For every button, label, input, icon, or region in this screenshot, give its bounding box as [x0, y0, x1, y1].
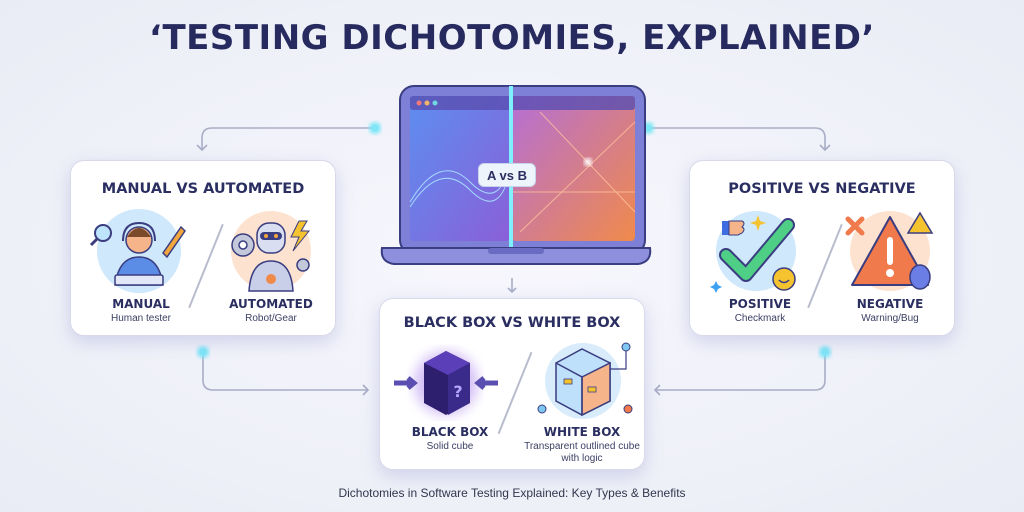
caption: Dichotomies in Software Testing Explaine… [338, 486, 686, 500]
robot-gear-icon [231, 211, 311, 292]
card-title: POSITIVE VS NEGATIVE [728, 181, 916, 197]
svg-text:?: ? [453, 382, 462, 401]
solid-cube-icon: ? [394, 351, 498, 415]
item-black-box: BLACK BOX Solid cube [411, 425, 489, 452]
human-tester-icon [89, 209, 186, 293]
card-black-vs-white-box: BLACK BOX VS WHITE BOX ? BLACK BOX Solid… [379, 298, 645, 470]
checkmark-icon [710, 211, 796, 293]
warning-bug-icon [845, 211, 934, 291]
transparent-cube-icon [537, 342, 633, 419]
divider [188, 223, 224, 309]
item-automated: AUTOMATED Robot/Gear [229, 297, 313, 324]
item-white-box: WHITE BOX Transparent outlined cube with… [524, 425, 640, 464]
divider [807, 223, 843, 309]
item-positive: POSITIVE Checkmark [728, 297, 792, 324]
item-manual: MANUAL Human tester [110, 297, 172, 324]
card-title: BLACK BOX VS WHITE BOX [403, 315, 621, 331]
page-title: ‘TESTING DICHOTOMIES, EXPLAINED’ [149, 18, 875, 58]
card-title: MANUAL VS AUTOMATED [101, 181, 305, 197]
a-vs-b-badge: A vs B [478, 163, 536, 187]
item-negative: NEGATIVE Warning/Bug [856, 297, 924, 324]
card-positive-vs-negative: POSITIVE VS NEGATIVE POSITIVE Checkmark … [689, 160, 955, 336]
card-manual-vs-automated: MANUAL VS AUTOMATED MANUAL Human tester … [70, 160, 336, 336]
